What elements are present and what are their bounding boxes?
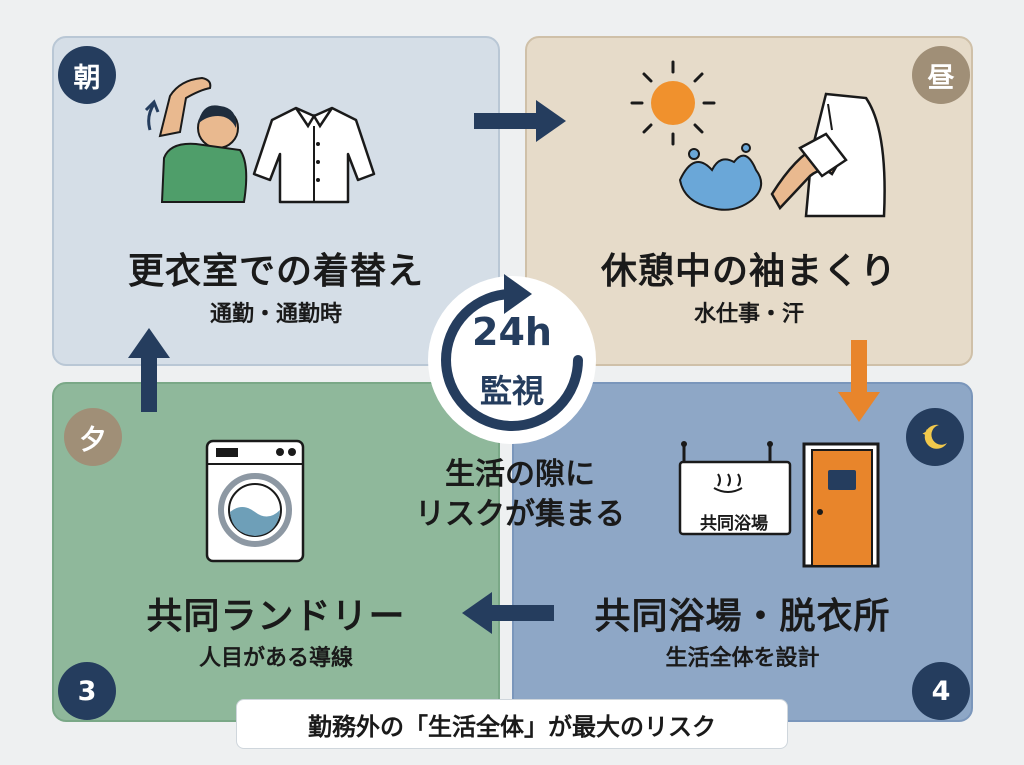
rolled-sleeve-icon (770, 92, 886, 218)
subtitle-night: 生活全体を設計 (665, 646, 820, 671)
stretching-person-icon (144, 76, 248, 203)
arrow-night-to-evening (462, 592, 554, 634)
water-splash-icon (678, 143, 763, 211)
subtitle-evening: 人目がある導線 (198, 646, 353, 671)
washing-machine-icon (205, 439, 305, 563)
subtitle-morning: 通勤・通勤時 (209, 302, 342, 327)
sun-icon (630, 60, 716, 146)
shirt-icon (252, 106, 376, 204)
title-night: 共同浴場・脱衣所 (594, 596, 891, 637)
cycle-arrow-icon (441, 274, 583, 431)
badge-number-3: 3 (58, 662, 116, 720)
subtitle-noon: 水仕事・汗 (693, 302, 804, 327)
badge-evening: 夕 (64, 408, 122, 466)
arrow-evening-to-morning (128, 328, 170, 412)
arrow-noon-to-night (838, 340, 880, 422)
badge-morning: 朝 (58, 46, 116, 104)
panel-morning (52, 36, 500, 366)
bath-sign-icon (678, 441, 792, 536)
badge-noon: 昼 (912, 46, 970, 104)
panel-night (512, 382, 973, 722)
title-morning: 更衣室での着替え (127, 251, 424, 292)
badge-night (906, 408, 964, 466)
door-icon (802, 442, 880, 568)
center-24h: 24h (472, 310, 552, 354)
center-caption-line2: リスクが集まる (415, 497, 625, 532)
title-noon: 休憩中の袖まくり (600, 251, 897, 292)
center-monitoring: 監視 (479, 372, 544, 410)
center-caption: 生活の隙に リスクが集まる (400, 455, 640, 535)
arrow-morning-to-noon (474, 100, 566, 142)
title-evening: 共同ランドリー (146, 596, 406, 637)
bottom-banner: 勤務外の「生活全体」が最大のリスク (236, 699, 788, 749)
center-caption-line1: 生活の隙に (445, 457, 595, 492)
badge-number-4: 4 (912, 662, 970, 720)
moon-icon (922, 424, 947, 449)
bath-sign-label: 共同浴場 (700, 514, 768, 534)
